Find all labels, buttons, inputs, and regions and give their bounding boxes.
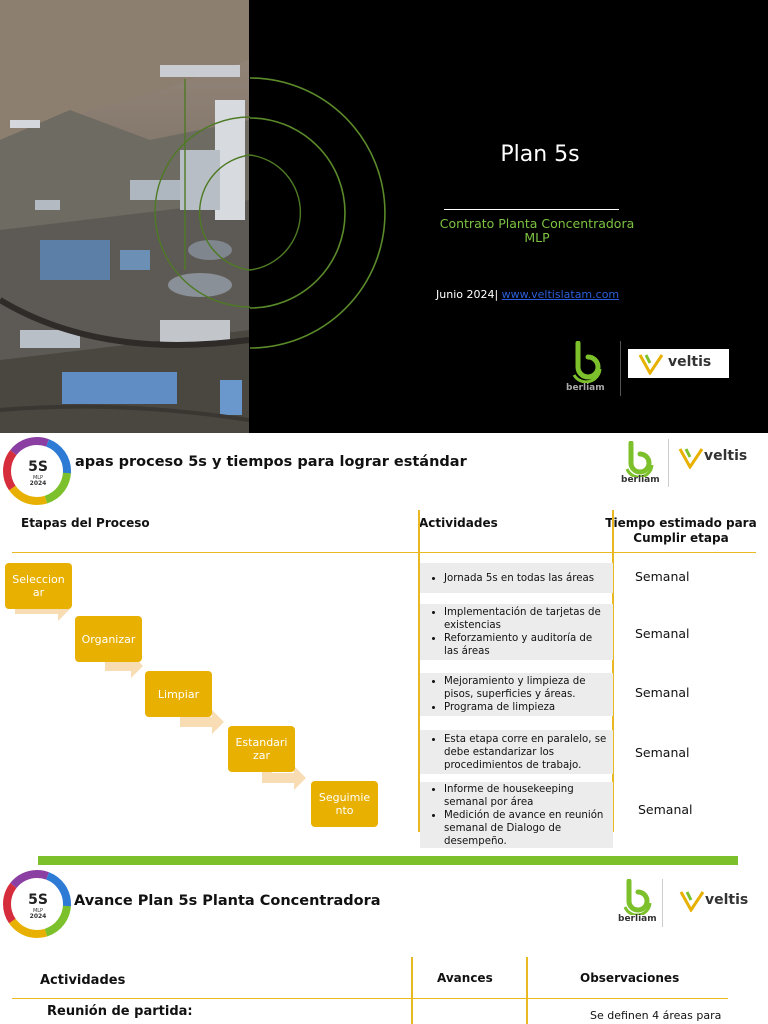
stage-box-limpiar: Limpiar (145, 671, 212, 717)
veltis-wordmark: veltis (704, 448, 748, 464)
stage-label-line1: Limpiar (157, 687, 200, 701)
col-header-time-line2: Cumplir etapa (633, 531, 729, 545)
stage-box-organizar: Organizar (75, 616, 142, 662)
activity-row-3: Mejoramiento y limpieza de pisos, superf… (420, 673, 613, 716)
badge-5s-text: 5S (28, 892, 48, 908)
activity-item: Reforzamiento y auditoría de las áreas (444, 632, 609, 658)
subtitle-line-1: Contrato Planta Concentradora (439, 216, 635, 231)
row-title: Reunión de partida: (47, 1004, 193, 1019)
activity-row-5: Informe de housekeeping semanal por área… (420, 782, 613, 848)
slide-title: Avance Plan 5s Planta Concentradora (74, 893, 381, 909)
berliam-logo-icon (625, 441, 654, 477)
col-header-progress: Avances (437, 971, 493, 985)
activity-item: Medición de avance en reunión semanal de… (444, 809, 609, 848)
badge-sub-text: MLP (32, 475, 44, 481)
col-header-stages: Etapas del Proceso (21, 516, 150, 530)
stage-label-line2: ar (32, 586, 45, 599)
header-rule (12, 998, 728, 999)
activity-item: Mejoramiento y limpieza de pisos, superf… (444, 675, 609, 701)
activity-row-4: Esta etapa corre en paralelo, se debe es… (420, 730, 613, 774)
stage-label-line2: nto (335, 804, 354, 817)
stage-label-line2: zar (252, 749, 271, 762)
veltis-logo: veltis (628, 349, 729, 378)
date-text: Junio 2024| (436, 288, 499, 301)
cover-date: Junio 2024| www.veltislatam.com (436, 288, 619, 301)
stage-label-line1: Organizar (81, 632, 136, 646)
activity-item: Esta etapa corre en paralelo, se debe es… (444, 733, 609, 772)
berliam-wordmark: berliam (566, 383, 605, 393)
slide-title: apas proceso 5s y tiempos para lograr es… (75, 454, 467, 470)
5s-badge-icon (3, 437, 71, 505)
stage-label-line1: Estandari (235, 736, 288, 749)
website-link[interactable]: www.veltislatam.com (501, 288, 620, 301)
time-value: Semanal (635, 685, 690, 700)
time-value: Semanal (635, 745, 690, 760)
col-header-activities: Actividades (419, 516, 498, 530)
badge-year-text: 2024 (29, 913, 47, 920)
process-stages-slide: 5S MLP 2024 apas proceso 5s y tiempos pa… (0, 433, 768, 865)
cover-slide: Plan 5s Contrato Planta Concentradora ML… (0, 0, 768, 433)
veltis-chevron-icon (679, 891, 705, 912)
veltis-chevron-icon (678, 448, 704, 469)
col-header-time: Tiempo estimado para Cumplir etapa (598, 516, 764, 546)
stage-label-line1: Seleccion (12, 573, 65, 586)
column-divider-1 (411, 957, 413, 1024)
col-header-observations: Observaciones (580, 971, 680, 985)
cover-title: Plan 5s (500, 142, 580, 167)
cover-subtitle: Contrato Planta Concentradora MLP (430, 217, 644, 245)
time-value: Semanal (635, 569, 690, 584)
veltis-wordmark: veltis (705, 892, 749, 908)
header-rule (12, 552, 756, 553)
logo-divider (620, 341, 621, 396)
berliam-logo-icon (572, 341, 602, 383)
logo-divider (668, 439, 669, 487)
time-value: Semanal (635, 626, 690, 641)
column-divider-2 (612, 510, 614, 832)
activity-item: Implementación de tarjetas de existencia… (444, 606, 609, 632)
berliam-wordmark: berliam (618, 914, 657, 924)
badge-5s-text: 5S (28, 459, 48, 475)
subtitle-line-2: MLP (524, 230, 550, 245)
bottom-green-bar (38, 856, 738, 865)
veltis-chevron-icon (638, 354, 664, 375)
activity-item: Programa de limpieza (444, 701, 609, 714)
5s-badge-icon (3, 870, 71, 938)
veltis-wordmark: veltis (668, 354, 712, 370)
berliam-logo-icon (623, 879, 652, 915)
concentric-arcs-graphic (154, 77, 386, 349)
activity-row-1: Jornada 5s en todas las áreas (420, 563, 613, 593)
logo-divider (662, 879, 663, 927)
col-header-activities: Actividades (40, 973, 126, 988)
badge-year-text: 2024 (29, 480, 47, 487)
stage-label-line1: Seguimie (318, 791, 371, 804)
progress-plan-slide: 5S MLP 2024 Avance Plan 5s Planta Concen… (0, 865, 768, 1024)
berliam-wordmark: berliam (621, 475, 660, 485)
row-observation: Se definen 4 áreas para (590, 1009, 722, 1022)
activity-item: Informe de housekeeping semanal por área (444, 783, 609, 809)
mine-aerial-photo (0, 0, 249, 433)
title-underline (444, 209, 619, 210)
col-header-time-line1: Tiempo estimado para (605, 516, 757, 530)
activity-item: Jornada 5s en todas las áreas (444, 572, 594, 585)
column-divider-2 (526, 957, 528, 1024)
badge-sub-text: MLP (32, 908, 44, 914)
column-divider-1 (418, 510, 420, 832)
activity-row-2: Implementación de tarjetas de existencia… (420, 604, 613, 660)
time-value: Semanal (638, 802, 693, 817)
